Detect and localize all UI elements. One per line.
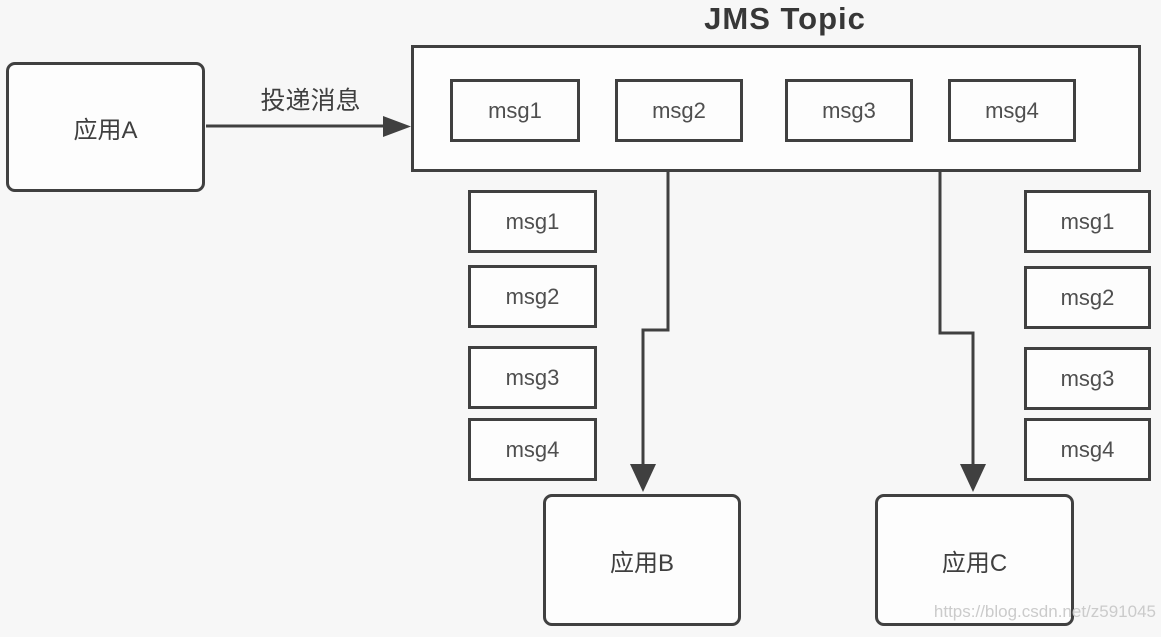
sub-c-msg-3: msg3: [1024, 347, 1151, 410]
sub-b-msg-4: msg4: [468, 418, 597, 481]
topic-msg-2: msg2: [615, 79, 743, 142]
sub-b-msg-3: msg3: [468, 346, 597, 409]
watermark-url: https://blog.csdn.net/z591045: [933, 602, 1156, 621]
sub-b-msg-2: msg2: [468, 265, 597, 328]
app-c-node: 应用C: [875, 494, 1074, 626]
arrow-topic-to-app-b: [630, 163, 670, 492]
sub-c-msg-1: msg1: [1024, 190, 1151, 253]
sub-b-msg-1: msg1: [468, 190, 597, 253]
topic-msg-3: msg3: [785, 79, 913, 142]
page-title: JMS Topic: [704, 1, 866, 36]
topic-msg-4: msg4: [948, 79, 1076, 142]
arrow-producer-to-topic: [206, 116, 411, 137]
sub-c-msg-2: msg2: [1024, 266, 1151, 329]
delivery-arrow-label: 投递消息: [260, 87, 361, 115]
app-a-node: 应用A: [6, 62, 205, 192]
topic-msg-1: msg1: [450, 79, 580, 142]
arrow-topic-to-app-c: [938, 166, 986, 492]
sub-c-msg-4: msg4: [1024, 418, 1151, 481]
app-b-node: 应用B: [543, 494, 741, 626]
